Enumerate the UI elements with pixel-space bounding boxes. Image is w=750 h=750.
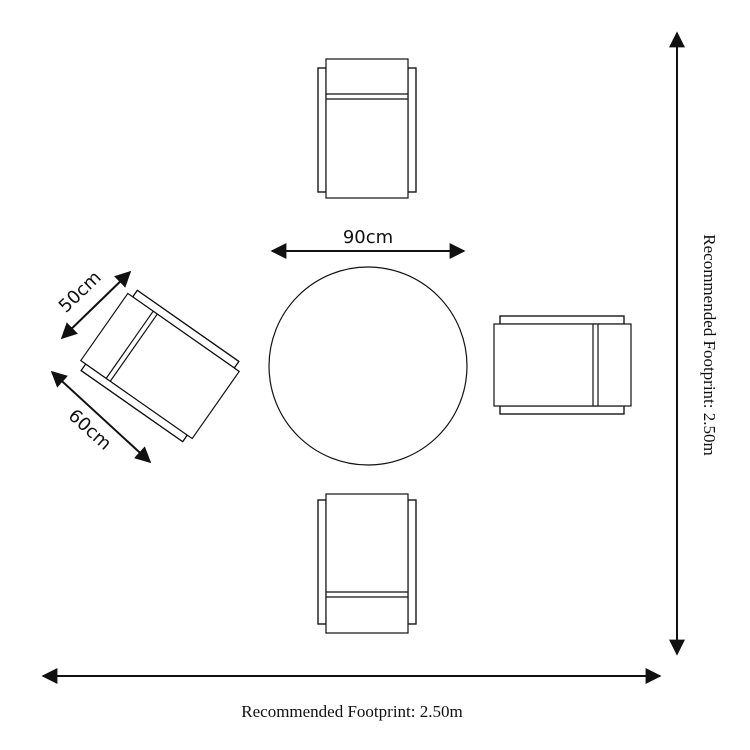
chair-top: [317, 58, 417, 199]
chair-width-arrow: [50, 370, 152, 464]
chair-bottom: [317, 493, 417, 634]
footprint-vertical-label: Recommended Footprint: 2.50m: [700, 234, 719, 455]
footprint-horizontal-label: Recommended Footprint: 2.50m: [241, 702, 462, 721]
chair-depth-arrow: [60, 270, 132, 340]
chair-right: [493, 315, 632, 415]
chair-width-label: 60cm: [64, 405, 115, 454]
table-diameter-label: 90cm: [343, 227, 393, 248]
chair-left-rotated: [79, 289, 241, 443]
round-table: [268, 266, 468, 466]
chair-depth-label: 50cm: [55, 267, 106, 317]
